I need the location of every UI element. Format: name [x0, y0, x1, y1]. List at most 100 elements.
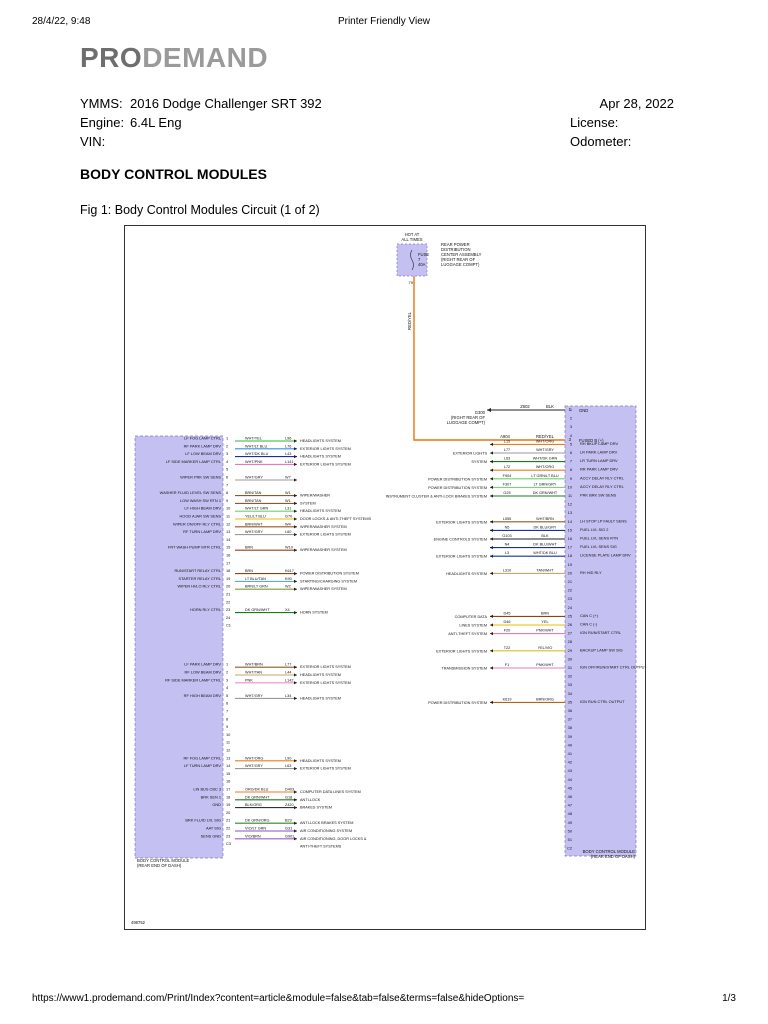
right-pin-number: 50	[568, 828, 573, 833]
section-title: BODY CONTROL MODULES	[80, 166, 267, 182]
left-wire-arrow	[294, 821, 297, 825]
right-wire-circuit-label: F904	[503, 474, 512, 478]
right-wire-color-label: WHT/BRN	[536, 517, 554, 521]
right-wire-color-label: DK GRN/WHT	[533, 491, 558, 495]
left-wire-arrow	[294, 673, 297, 677]
right-wire-source-label: POWER DISTRIBUTION SYSTEM	[428, 477, 487, 481]
left-pin-number: 4	[226, 459, 229, 464]
left-wire-color-label: WHT/ORG	[245, 756, 263, 760]
left-wire-arrow	[294, 681, 297, 685]
left-wire-color-label: DK GRN/WHT	[245, 795, 270, 799]
left-wire-destination-label: EXTERIOR LIGHTS SYSTEM	[300, 767, 351, 771]
left-wire-color-label: BRN	[245, 546, 253, 550]
left-pin-function-label: WIPER PRK SW SENS	[180, 475, 221, 480]
fuse-pin-number: 79	[409, 280, 414, 285]
left-wire-arrow	[294, 572, 297, 576]
fused-b-plus-wire	[413, 276, 565, 441]
footer-url: https://www1.prodemand.com/Print/Index?c…	[32, 993, 525, 1004]
left-pin-function-label: STARTER RELAY CTRL	[178, 576, 221, 581]
left-pin-function-label: LF HIGH BEAM DRV	[184, 506, 221, 511]
left-pin-function-label: LF TURN LAMP DRV	[184, 763, 222, 768]
ground-location-label: LUGGAGE COMPT)	[447, 420, 486, 425]
left-pin-number: 13	[226, 529, 230, 534]
right-wire-color-label: PNK/WHT	[536, 663, 554, 667]
left-wire-circuit-label: G18	[285, 795, 292, 799]
right-pin-number: 2	[570, 416, 572, 421]
left-wire-destination-label: ANTI-LOCK	[300, 798, 321, 802]
right-pin-number: 29	[568, 648, 572, 653]
right-pin-number: 44	[568, 777, 573, 782]
right-wire-source-label: EXTERIOR LIGHTS SYSTEM	[436, 520, 487, 524]
fuse-symbol	[410, 249, 414, 271]
left-pin-function-label: WIPER HI/LO RLY CTRL	[177, 584, 221, 589]
right-wire-source-label: LINES SYSTEM	[459, 624, 487, 628]
ground-arrow	[487, 408, 491, 412]
right-wire-circuit-label: F1	[505, 663, 509, 667]
left-wire-color-label: LT BLU/TAN	[245, 577, 266, 581]
right-wire-circuit-label: F307	[503, 482, 512, 486]
left-wire-arrow	[294, 696, 297, 700]
right-pin-number: 30	[568, 656, 573, 661]
left-wire-arrow	[294, 533, 297, 537]
ymms-value: 2016 Dodge Challenger SRT 392	[130, 96, 322, 111]
right-pin-number: 32	[568, 674, 572, 679]
right-pin-number: 5	[570, 441, 572, 446]
left-pin-number: 12	[226, 521, 230, 526]
left-wire-circuit-label: L31	[285, 507, 291, 511]
left-wire-color-label: BRN/TAN	[245, 491, 262, 495]
ground-location-label: G300	[475, 410, 486, 415]
right-wire-arrow	[490, 468, 493, 472]
left-wire-arrow	[294, 455, 297, 459]
left-wire-destination-label: ANTI-LOCK BRAKES SYSTEM	[300, 821, 353, 825]
left-wire-arrow	[294, 548, 297, 552]
right-wire-arrow	[490, 614, 493, 618]
left-pin-number: 7	[226, 482, 228, 487]
left-wire-arrow	[294, 790, 297, 794]
fuse-label: FUSE	[418, 252, 429, 257]
hot-at-all-times-label: ALL TIMES	[401, 237, 422, 242]
left-pin-number: 10	[226, 732, 231, 737]
vehicle-info: YMMS:2016 Dodge Challenger SRT 392 Engin…	[80, 94, 322, 151]
left-wire-circuit-label: W1	[285, 491, 291, 495]
right-pin-function-label: RH HID RLY	[580, 570, 602, 575]
ymms-row: YMMS:2016 Dodge Challenger SRT 392	[80, 94, 322, 113]
right-pin-number: 18	[568, 553, 572, 558]
left-wire-destination-label: COMPUTER DATA LINES SYSTEM	[300, 790, 361, 794]
left-wire-color-label: VIO/BRN	[245, 834, 261, 838]
left-wire-arrow	[294, 501, 297, 505]
right-wire-source-label: COMPUTER DATA	[455, 615, 488, 619]
right-wire-arrow	[490, 571, 493, 575]
right-pin-number: 34	[568, 691, 573, 696]
left-body-control-module-box	[134, 435, 224, 859]
left-wire-circuit-label: L76	[285, 444, 291, 448]
left-pin-number: 10	[226, 506, 231, 511]
right-pin-number: 39	[568, 734, 572, 739]
left-pin-function-label: RF TURN LAMP DRV	[183, 529, 221, 534]
right-wire-source-label: ANTI-THEFT SYSTEM	[448, 632, 487, 636]
right-wire-arrow	[490, 666, 493, 670]
right-wire-arrow	[490, 460, 493, 464]
left-wire-destination-label: HEADLIGHTS SYSTEM	[300, 759, 341, 763]
left-pin-number: 14	[226, 537, 231, 542]
right-wire-arrow	[490, 520, 493, 524]
left-wire-color-label: WHT/BRN	[245, 663, 263, 667]
left-wire-circuit-label: L60	[285, 530, 291, 534]
left-pin-number: 2	[226, 670, 228, 675]
left-pin-number: 17	[226, 560, 230, 565]
right-pin-function-label: IGN RUN/START CTRL	[580, 630, 622, 635]
left-wire-arrow	[294, 829, 297, 833]
left-pin-number: 23	[226, 833, 230, 838]
left-wire-destination-label: POWER DISTRIBUTION SYSTEM	[300, 572, 359, 576]
right-wire-circuit-label: G25	[503, 491, 510, 495]
left-pin-function-label: WASHER FLUID LEVEL SW SENS	[160, 490, 222, 495]
left-pin-function-label: HORN RLY CTRL	[190, 607, 222, 612]
right-wire-source-label: POWER DISTRIBUTION SYSTEM	[428, 486, 487, 490]
left-wire-color-label: WHT/GRY	[245, 694, 263, 698]
right-wire-arrow	[490, 623, 493, 627]
left-wire-arrow	[294, 665, 297, 669]
right-wire-arrow	[490, 537, 493, 541]
right-pin-number: 49	[568, 820, 572, 825]
right-pin-number: 47	[568, 803, 572, 808]
left-wire-color-label: VIO/LT GRN	[245, 827, 266, 831]
